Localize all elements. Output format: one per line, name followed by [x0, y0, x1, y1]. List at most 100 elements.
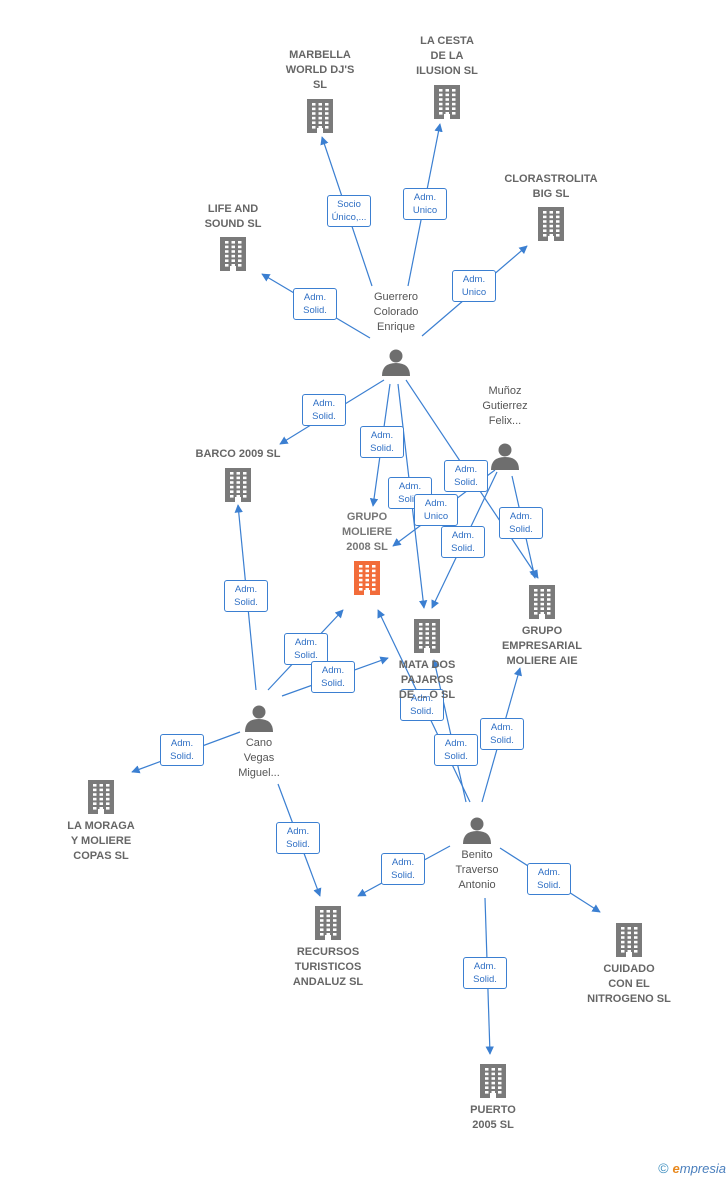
edge-label[interactable]: Adm.Unico — [414, 494, 458, 526]
node-label-line: CLORASTROLITA — [504, 173, 598, 185]
company-icon[interactable] — [225, 468, 251, 502]
company-icon[interactable] — [414, 619, 440, 653]
edge-label[interactable]: Adm.Solid. — [463, 957, 507, 989]
edge-label-line: Solid. — [451, 543, 475, 554]
node-label-line: WORLD DJ'S — [285, 64, 355, 76]
node-label-line: LA MORAGA — [67, 820, 135, 832]
edge-label-line: Solid. — [398, 494, 422, 505]
edge-label[interactable]: Adm.Solid. — [160, 734, 204, 766]
company-icon[interactable] — [538, 207, 564, 241]
company-icon[interactable] — [307, 99, 333, 133]
edge-label-line: Solid. — [509, 524, 533, 535]
edge-label[interactable]: Adm.Solid. — [527, 863, 571, 895]
node-label-line: 2008 SL — [346, 541, 388, 553]
node-label-line: Vegas — [243, 752, 275, 764]
edge-label[interactable]: Adm.Solid. — [444, 460, 488, 492]
edge-label-line: Adm. — [451, 530, 475, 541]
edge-label[interactable]: Adm.Solid. — [480, 718, 524, 750]
node-label-line: Benito — [461, 849, 493, 861]
edge-label-line: Adm. — [286, 826, 310, 837]
node-label-line: PAJAROS — [400, 674, 454, 686]
edge-label-line: Solid. — [294, 650, 318, 661]
edge-label[interactable]: Adm. Solid. — [441, 526, 485, 558]
person-icon[interactable] — [245, 705, 273, 733]
edge-benito-mata — [431, 659, 467, 803]
node-label-line: MARBELLA — [289, 49, 351, 61]
edge-label-line: Adm. — [509, 511, 533, 522]
node-label-barco[interactable]: BARCO 2009 SL — [183, 447, 293, 462]
node-label-line: SOUND SL — [204, 218, 262, 230]
edge-label[interactable]: Adm. Solid. — [276, 822, 320, 854]
company-icon[interactable] — [220, 237, 246, 271]
person-icon[interactable] — [463, 817, 491, 845]
edge-label[interactable]: Adm.Solid. — [293, 288, 337, 320]
edge-label-line: Adm. — [170, 738, 194, 749]
edge-label-line: Unico — [412, 205, 438, 216]
edge-label[interactable]: Adm.Solid. — [400, 689, 444, 721]
edge-label[interactable]: Adm.Unico — [403, 188, 447, 220]
edge-label-line: Solid. — [321, 678, 345, 689]
node-label-line: RECURSOS — [296, 946, 360, 958]
company-icon[interactable] — [315, 906, 341, 940]
edge-label[interactable]: Adm. Solid. — [311, 661, 355, 693]
node-label-line: Muñoz — [488, 385, 522, 397]
edge-label[interactable]: Adm.Solid. — [434, 734, 478, 766]
person-icon[interactable] — [382, 349, 410, 377]
company-icon[interactable] — [480, 1064, 506, 1098]
edge-label-line: Adm. — [424, 498, 448, 509]
copyright-symbol: © — [658, 1160, 669, 1176]
edge-label-line: Solid. — [312, 411, 336, 422]
edge-label-line: Solid. — [490, 735, 514, 746]
edge-label[interactable]: Adm.Solid. — [284, 633, 328, 665]
edge-label-line: Solid. — [286, 839, 310, 850]
node-label-line: Gutierrez — [482, 400, 528, 412]
edge-label[interactable]: Adm.Solid. — [360, 426, 404, 458]
edge-label[interactable]: Adm.Solid. — [388, 477, 432, 509]
edge-label[interactable]: Adm.Solid. — [381, 853, 425, 885]
node-label-line: 2005 SL — [472, 1119, 514, 1131]
company-icon[interactable] — [88, 780, 114, 814]
node-label-line: LA CESTA — [420, 35, 474, 47]
edge-label-line: Solid. — [303, 305, 327, 316]
edge-label[interactable]: Adm. Solid. — [302, 394, 346, 426]
edge-label[interactable]: Adm. Solid. — [499, 507, 543, 539]
node-label-line: MOLIERE — [341, 526, 393, 538]
brand-initial: e — [672, 1161, 680, 1176]
edge-label[interactable]: Adm.Unico — [452, 270, 496, 302]
edge-label[interactable]: Adm.Solid. — [224, 580, 268, 612]
edge-label-line: Adm. — [312, 398, 336, 409]
edge-label-line: Adm. — [321, 665, 345, 676]
node-label-line: MATA DOS — [398, 659, 456, 671]
person-icon[interactable] — [491, 443, 519, 471]
company-icon[interactable] — [529, 585, 555, 619]
brand-name: mpresia — [679, 1161, 726, 1176]
company-icon[interactable] — [434, 85, 460, 119]
focus-company-icon[interactable] — [354, 561, 380, 595]
company-icon[interactable] — [616, 923, 642, 957]
node-label-line: Guerrero — [373, 291, 419, 303]
edge-label-line: Adm. — [234, 584, 258, 595]
node-label-line: EMPRESARIAL — [501, 640, 583, 652]
edge-label-line: Solid. — [454, 477, 478, 488]
edge-label-line: Solid. — [391, 870, 415, 881]
node-label-line: Enrique — [377, 321, 415, 333]
edge-label-line: Solid. — [444, 751, 468, 762]
node-label-line: Antonio — [458, 879, 496, 891]
edge-label-line: Único,... — [331, 212, 367, 223]
